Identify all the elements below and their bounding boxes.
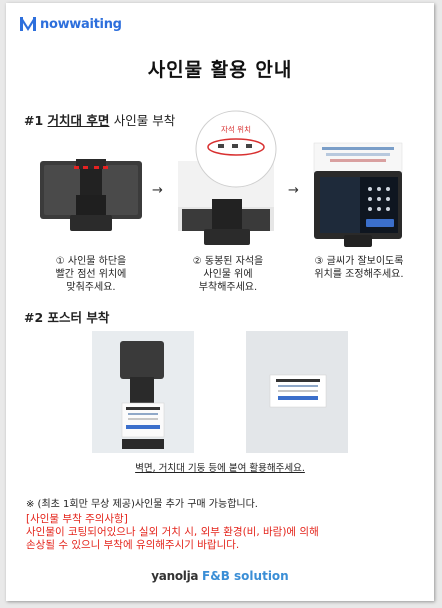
section1-underlined: 거치대 후면 <box>47 113 110 128</box>
warning-line2: 손상될 수 있으니 부착에 유의해주시기 바랍니다. <box>26 539 240 551</box>
guide-page: nowwaiting 사인물 활용 안내 #1 거치대 후면 사인물 부착 → … <box>6 3 434 601</box>
footer-brand: yanolja <box>151 569 199 583</box>
step-arrow-2: → <box>288 183 299 198</box>
step3-caption: ③ 글씨가 잘보이도록 위치를 조정해주세요. <box>314 256 404 280</box>
brand-name: nowwaiting <box>40 16 122 32</box>
section2-heading: #2 포스터 부착 <box>24 310 110 325</box>
purchase-note: ※ (최초 1회만 무상 제공)사인물 추가 구매 가능합니다. <box>26 499 258 510</box>
stand-back-image <box>36 155 146 233</box>
nowwaiting-logo-icon <box>20 17 36 31</box>
warning-title: [사인물 부착 주의사항] <box>26 513 128 525</box>
step-arrow-1: → <box>152 183 163 198</box>
magnet-label: 자석 위치 <box>221 124 251 134</box>
warning-line1: 사인물이 코팅되어있으나 실외 거치 시, 외부 환경(비, 바람)에 의해 <box>26 526 319 538</box>
footer-logo: yanolja F&B solution <box>6 569 434 583</box>
warning-block: [사인물 부착 주의사항] 사인물이 코팅되어있으나 실외 거치 시, 외부 환… <box>26 513 319 552</box>
section1-rest: 사인물 부착 <box>113 113 176 128</box>
section1-heading: #1 거치대 후면 사인물 부착 <box>24 110 175 129</box>
page-title: 사인물 활용 안내 <box>147 59 293 81</box>
step1-caption: ① 사인물 하단을 빨간 점선 위치에 맞춰주세요. <box>55 256 127 293</box>
brand-logo: nowwaiting <box>20 15 122 33</box>
section1-number: #1 <box>24 113 44 128</box>
device-with-sign-image <box>313 142 403 247</box>
poster-on-wall-image <box>246 331 348 453</box>
step2-caption: ② 동봉된 자석을 사인물 위에 부착해주세요. <box>192 256 264 293</box>
footer-solution: F&B solution <box>202 569 289 583</box>
magnet-sign-image: 자석 위치 <box>178 110 277 245</box>
poster-on-stand-image <box>92 331 194 453</box>
poster-caption: 벽면, 거치대 기둥 등에 붙여 활용해주세요. <box>135 463 305 474</box>
